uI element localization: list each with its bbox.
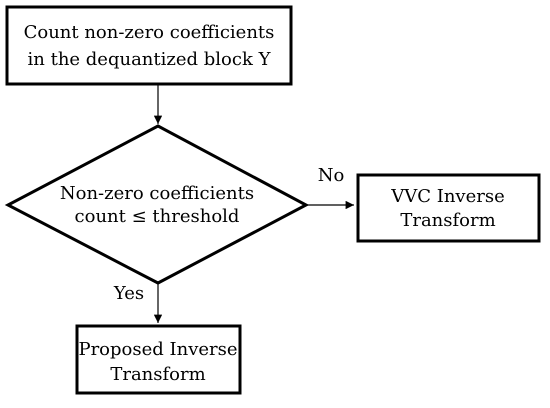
count-coefficients-line2: in the dequantized block Y [28,49,272,70]
vvc-inverse-transform-line2: Transform [400,210,495,231]
count-coefficients-box: Count non-zero coefficients in the dequa… [5,5,293,86]
vvc-inverse-transform-frame [356,173,541,243]
proposed-inverse-transform-line1: Proposed Inverse [78,339,237,360]
no-branch-label: No [318,165,345,186]
threshold-decision-line1: Non-zero coefficients [60,183,254,204]
count-coefficients-box-frame [5,5,293,86]
vvc-inverse-transform-line1: VVC Inverse [390,186,505,207]
proposed-inverse-transform-line2: Transform [110,364,205,385]
proposed-inverse-transform-box: Proposed Inverse Transform [75,324,242,395]
count-coefficients-line1: Count non-zero coefficients [24,22,275,43]
vvc-inverse-transform-box: VVC Inverse Transform [356,173,541,243]
threshold-decision-line2: count ≤ threshold [75,206,240,227]
threshold-decision-diamond: Non-zero coefficients count ≤ threshold [4,124,310,285]
proposed-inverse-transform-frame [75,324,242,395]
threshold-decision-shape [4,124,310,285]
yes-branch-label: Yes [113,283,144,304]
